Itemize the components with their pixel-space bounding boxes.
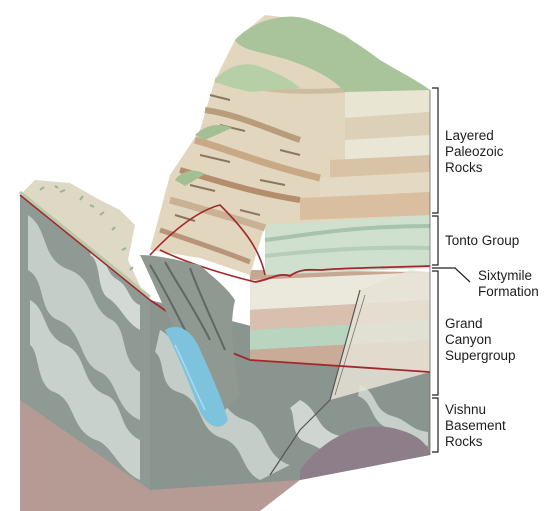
label-sixtymile: Sixtymile Formation (478, 268, 539, 299)
label-vishnu: Vishnu Basement Rocks (445, 402, 510, 449)
bracket-sixtymile (432, 267, 471, 283)
label-tonto: Tonto Group (445, 233, 519, 248)
bracket-vishnu (432, 397, 439, 453)
inner-gorge (140, 255, 240, 427)
label-supergroup: Grand Canyon Supergroup (445, 316, 516, 363)
bracket-paleozoic (432, 87, 439, 214)
plateau-vegetation (175, 16, 430, 186)
bracket-supergroup (432, 270, 439, 396)
bracket-tonto (432, 215, 439, 266)
unit-brackets (432, 87, 471, 453)
unit-labels: Layered Paleozoic Rocks Tonto Group Sixt… (445, 128, 539, 449)
label-paleozoic: Layered Paleozoic Rocks (445, 128, 507, 175)
left-plateau-top (19, 180, 151, 301)
colorado-river (165, 326, 228, 427)
